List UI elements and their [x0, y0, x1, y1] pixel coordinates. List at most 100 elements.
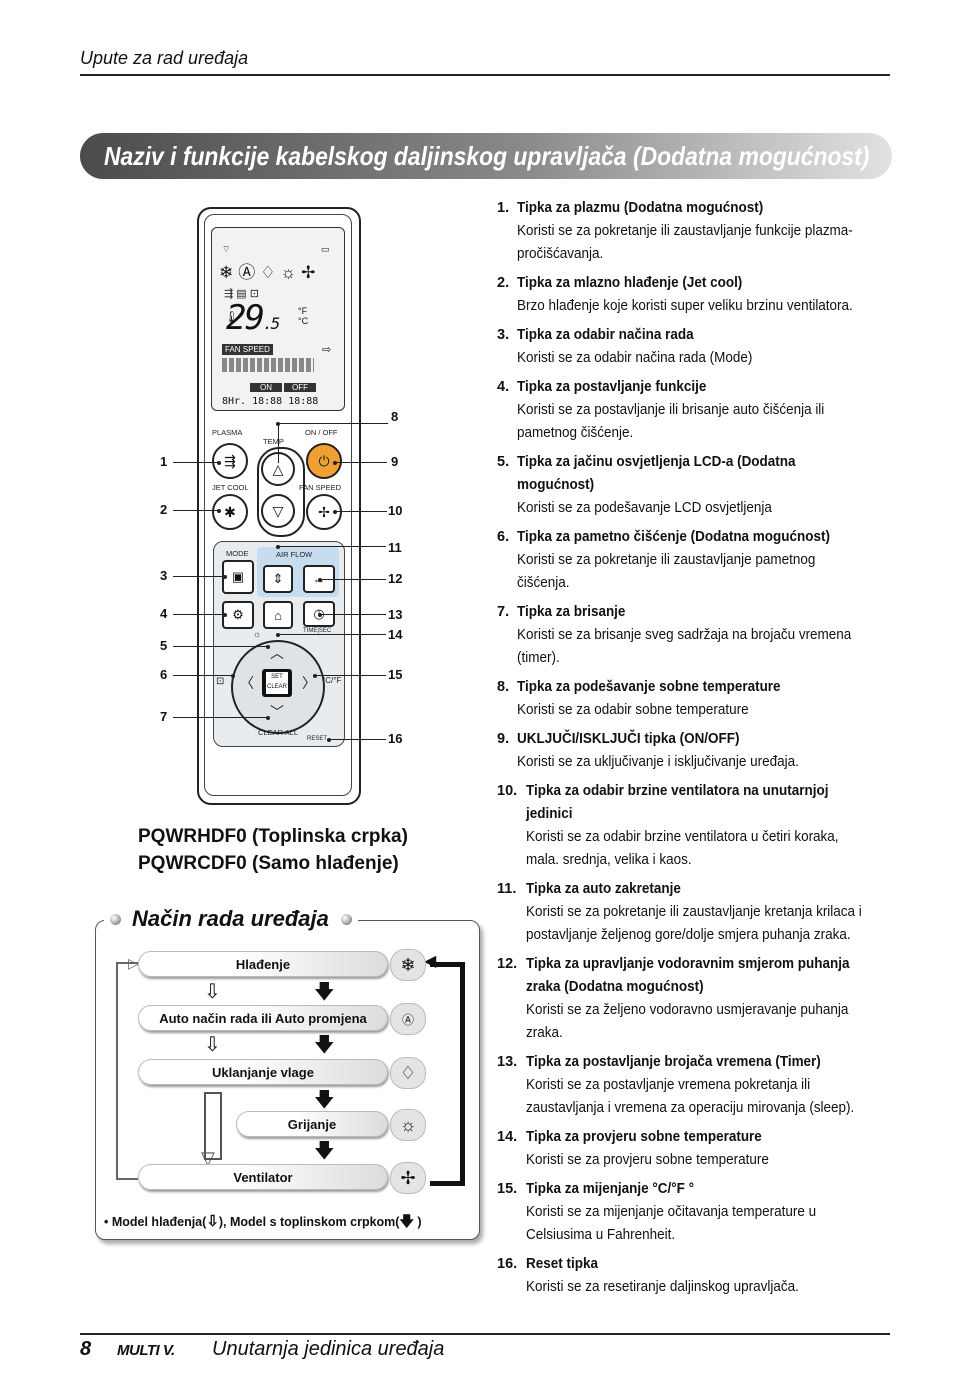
arrow-open-2: ⇩: [204, 1034, 221, 1056]
label-on-off: ON / OFF: [305, 428, 338, 437]
lcd-timer: 8Hr. 18:88 18:88: [222, 396, 319, 407]
arrow-open-1: ⇩: [204, 981, 221, 1003]
leader-1: [173, 460, 221, 465]
jet-cool-button[interactable]: ✱: [212, 494, 248, 530]
label-clear-all: CLEAR ALL: [258, 728, 299, 737]
leader-9: [333, 460, 387, 465]
list-item: 8.Tipka za podešavanje sobne temperature…: [497, 679, 781, 718]
thermometer-icon: 🌡: [224, 310, 240, 324]
page-number: 8: [80, 1338, 92, 1360]
lcd-on: ON: [250, 383, 282, 392]
sun-icon: ☼: [390, 1109, 426, 1141]
flow-loop-cooling: [116, 962, 138, 1180]
function-button[interactable]: ⚙: [222, 601, 254, 629]
auto-icon: Ⓐ: [390, 1003, 426, 1035]
flow-arrow-head-cooling: ▷: [128, 955, 139, 971]
label-air-flow: AIR FLOW: [276, 550, 313, 559]
auto-swing-button[interactable]: ⇕: [263, 565, 293, 593]
list-item: 2.Tipka za mlazno hlađenje (Jet cool)Brz…: [497, 275, 853, 314]
wifi-icon: ⌔: [222, 244, 231, 254]
footer-text: Unutarnja jedinica uređaja: [212, 1338, 445, 1360]
lcd-units: °F°C: [298, 306, 309, 326]
list-item: 5.Tipka za jačinu osvjetljenja LCD-a (Do…: [497, 454, 796, 516]
room-temp-button[interactable]: ⌂: [263, 601, 293, 629]
list-item: 12.Tipka za upravljanje vodoravnim smjer…: [497, 956, 850, 1041]
fan-icon: ✢: [318, 503, 330, 520]
title-banner: [80, 133, 892, 179]
arrow-solid-2: 🡇: [314, 1034, 335, 1056]
list-item: 6.Tipka za pametno čišćenje (Dodatna mog…: [497, 529, 830, 591]
mode-title-background: [104, 904, 358, 934]
dpad-up-button[interactable]: ︿: [270, 645, 284, 661]
label-fan-speed: FAN SPEED: [299, 483, 342, 492]
list-item: 1.Tipka za plazmu (Dodatna mogućnost)Kor…: [497, 200, 853, 262]
header-rule: [80, 74, 890, 76]
lcd-arrow-icon: ⇨: [322, 344, 332, 356]
callout-15: 15: [388, 667, 403, 682]
dpad-left-button[interactable]: 〈: [240, 675, 254, 691]
callout-11: 11: [388, 540, 402, 555]
mode-icon: ▣: [231, 569, 245, 584]
function-list: 1.Tipka za plazmu (Dodatna mogućnost)Kor…: [497, 197, 892, 1305]
leader-2: [173, 508, 221, 513]
callout-13: 13: [388, 607, 403, 622]
leader-14: [276, 632, 386, 637]
swing-vertical-icon: ⇕: [272, 571, 284, 586]
footer-rule: [80, 1333, 890, 1335]
leader-10: [333, 509, 387, 514]
flow-loop-heatpump: [430, 962, 465, 1186]
smart-clean-icon: ⊡: [216, 676, 225, 687]
temp-down-button[interactable]: ▽: [261, 494, 295, 528]
arrow-open-long: [204, 1092, 222, 1160]
label-mode: MODE: [226, 549, 249, 558]
leader-12: [318, 577, 386, 582]
triangle-down-icon: ▽: [272, 502, 284, 519]
lcd-mode-icons: ❄Ⓐ♢☼✢: [219, 263, 321, 282]
leader-5: [173, 644, 270, 649]
plasma-icon: ⇶: [224, 452, 236, 469]
fan-icon: ✢: [390, 1162, 426, 1194]
solid-arrow-icon: 🡇: [399, 1213, 414, 1229]
callout-10: 10: [388, 503, 403, 518]
model-cooling-only: PQWRCDF0 (Samo hlađenje): [138, 853, 399, 874]
mode-legend: • Model hlađenja(⇩), Model s toplinskom …: [104, 1213, 422, 1230]
dpad-down-button[interactable]: ﹀: [270, 704, 284, 720]
snowflake-icon: ❄: [390, 949, 426, 981]
leader-11: [276, 544, 386, 549]
leader-4: [173, 612, 227, 617]
battery-icon: ▭: [321, 244, 330, 254]
list-item: 13.Tipka za postavljanje brojača vremena…: [497, 1054, 855, 1116]
mode-dehumidify: Uklanjanje vlage: [138, 1059, 388, 1085]
leader-16: [327, 737, 386, 742]
gear-icon: ⚙: [232, 607, 244, 622]
mode-button[interactable]: ▣: [222, 560, 254, 594]
arrow-open-long-head: ▽: [201, 1148, 215, 1168]
callout-3: 3: [160, 568, 168, 583]
leader-6: [173, 673, 235, 678]
leader-7: [173, 715, 270, 720]
callout-8: 8: [391, 409, 399, 424]
open-arrow-icon: ⇩: [206, 1213, 219, 1230]
mode-cooling: Hlađenje: [138, 951, 388, 977]
label-reset: RESET: [307, 736, 328, 742]
power-icon: ⏻: [318, 452, 330, 469]
temp-up-button[interactable]: △: [261, 452, 295, 486]
label-time-sec: TIME|SEC: [303, 628, 332, 634]
plasma-button[interactable]: ⇶: [212, 443, 248, 479]
header-title: Upute za rad uređaja: [80, 48, 249, 68]
callout-2: 2: [160, 502, 168, 517]
callout-7: 7: [160, 709, 168, 724]
leader-8-vertical: [278, 423, 279, 463]
mode-heating: Grijanje: [236, 1111, 388, 1137]
list-item: 15.Tipka za mijenjanje °C/°F °Koristi se…: [497, 1181, 817, 1243]
lcd-light-icon: ☼: [253, 629, 262, 639]
mode-auto: Auto način rada ili Auto promjena: [138, 1005, 388, 1031]
dpad-right-button[interactable]: 〉: [302, 675, 316, 691]
callout-12: 12: [388, 571, 403, 586]
triangle-up-icon: △: [272, 460, 284, 477]
